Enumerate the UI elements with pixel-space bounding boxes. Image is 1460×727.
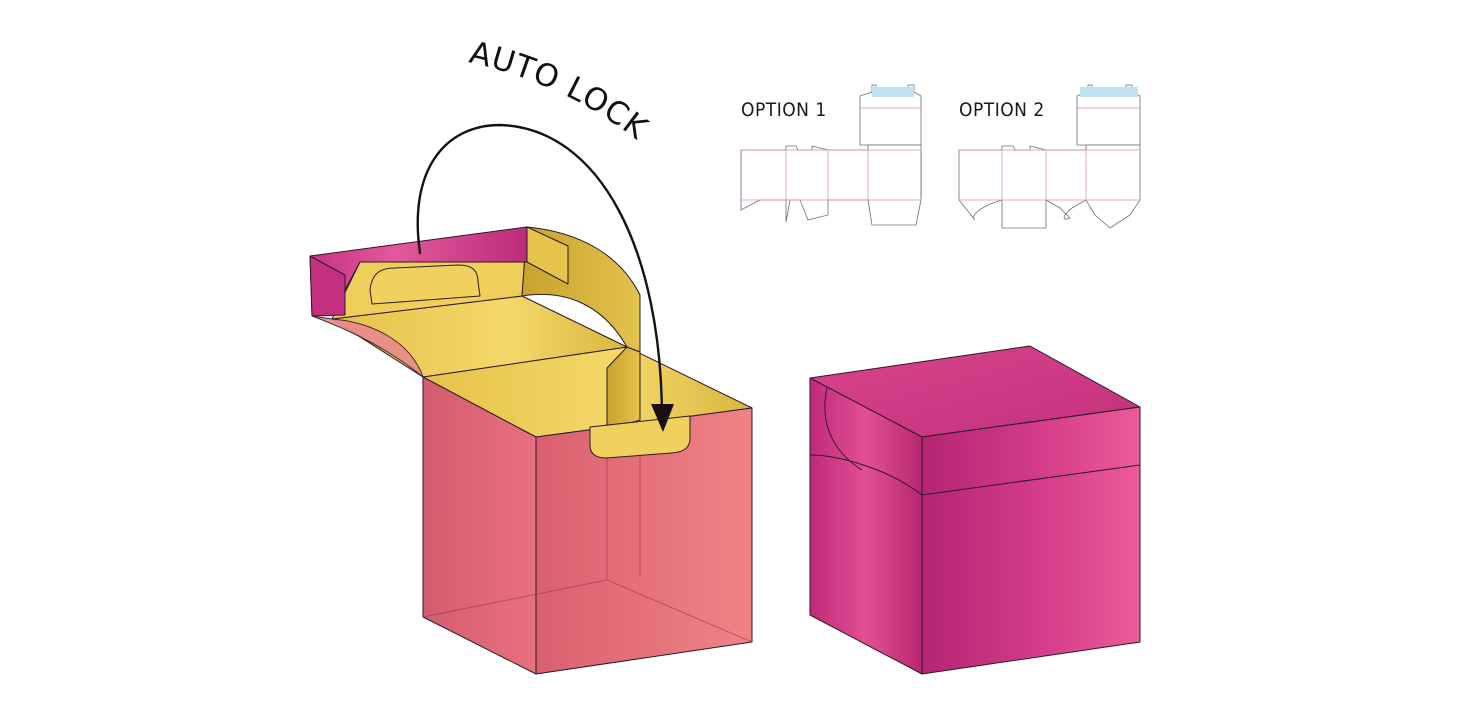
auto-lock-label: AUTO LOCK [466, 35, 654, 147]
closed-box-lid-curve [809, 454, 923, 496]
lid-lock-tab [369, 264, 481, 305]
closed-box [809, 345, 1141, 675]
inner-right-wall [606, 346, 641, 431]
dieline-option-1: OPTION 1 [740, 84, 922, 226]
closed-box-lid-seam [921, 464, 1141, 496]
lid-apron [311, 315, 424, 378]
option-1-label: OPTION 1 [741, 99, 827, 121]
open-box [309, 226, 753, 675]
option-2-label: OPTION 2 [959, 99, 1045, 121]
auto-lock-arrow [416, 123, 674, 432]
dieline-option-2: OPTION 2 [958, 84, 1141, 229]
closed-box-right-face [921, 406, 1141, 675]
lid-left-wall [309, 255, 346, 317]
arrowhead-icon [651, 404, 674, 432]
closed-box-lid-arc [824, 387, 863, 471]
